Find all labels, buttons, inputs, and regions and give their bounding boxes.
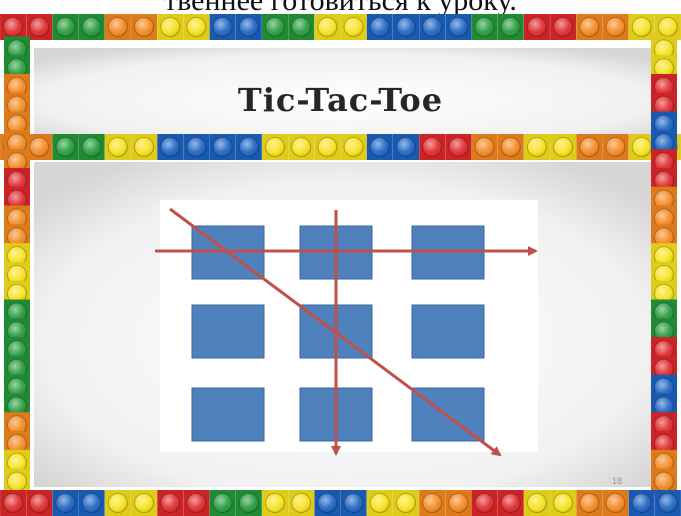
bottom-border-stud: [498, 490, 524, 516]
bottom-border-stud: [393, 490, 419, 516]
top-border-stud: [655, 14, 681, 40]
bottom-border-stud: [367, 490, 393, 516]
bottom-border-stud: [576, 490, 602, 516]
grid-cell: [412, 305, 484, 358]
bottom-border-stud: [79, 490, 105, 516]
top-border-stud: [341, 14, 367, 40]
middle-border-stud: [341, 134, 367, 160]
top-border-stud: [629, 14, 655, 40]
top-border-stud: [0, 14, 26, 40]
top-border-stud: [419, 14, 445, 40]
top-border-stud: [603, 14, 629, 40]
bottom-border-stud: [262, 490, 288, 516]
middle-border-stud: [524, 134, 550, 160]
bottom-border-stud: [236, 490, 262, 516]
top-border-stud: [314, 14, 340, 40]
top-border-stud: [445, 14, 471, 40]
bottom-border-stud: [550, 490, 576, 516]
bottom-border-stud: [655, 490, 681, 516]
middle-border-stud: [314, 134, 340, 160]
middle-border-stud: [236, 134, 262, 160]
middle-border-stud: [576, 134, 602, 160]
middle-border-stud: [419, 134, 445, 160]
top-border-stud: [524, 14, 550, 40]
top-border-stud: [236, 14, 262, 40]
middle-border-stud: [26, 134, 52, 160]
top-border-stud: [52, 14, 78, 40]
slide-number: 18: [612, 476, 622, 486]
top-border-stud: [131, 14, 157, 40]
middle-border-stud: [603, 134, 629, 160]
slide-title: Tic-Tac-Toe: [0, 81, 681, 119]
top-border-stud: [393, 14, 419, 40]
middle-border-stud: [183, 134, 209, 160]
middle-border-stud: [629, 134, 655, 160]
top-border-stud: [367, 14, 393, 40]
middle-border-stud: [498, 134, 524, 160]
middle-border-stud: [105, 134, 131, 160]
middle-border-stud: [472, 134, 498, 160]
top-border-stud: [105, 14, 131, 40]
top-border-stud: [498, 14, 524, 40]
bottom-border-stud: [419, 490, 445, 516]
top-border-stud: [576, 14, 602, 40]
bottom-border-stud: [131, 490, 157, 516]
middle-border-stud: [393, 134, 419, 160]
bottom-border-stud: [26, 490, 52, 516]
top-border-stud: [550, 14, 576, 40]
middle-border-stud: [288, 134, 314, 160]
top-border-stud: [183, 14, 209, 40]
bottom-border-stud: [288, 490, 314, 516]
top-border-stud: [79, 14, 105, 40]
middle-border-stud: [157, 134, 183, 160]
top-border-stud: [288, 14, 314, 40]
middle-border-stud: [52, 134, 78, 160]
bottom-border-stud: [472, 490, 498, 516]
slide: Tic-Tac-Toe 18: [0, 14, 681, 516]
middle-border-stud: [79, 134, 105, 160]
bottom-border-stud: [210, 490, 236, 516]
top-border-stud: [472, 14, 498, 40]
middle-border-stud: [445, 134, 471, 160]
grid-cell: [192, 305, 264, 358]
bottom-border-stud: [629, 490, 655, 516]
bottom-border-stud: [157, 490, 183, 516]
bottom-border-stud: [603, 490, 629, 516]
bottom-border-stud: [0, 490, 26, 516]
bottom-border-stud: [183, 490, 209, 516]
middle-border-stud: [210, 134, 236, 160]
bottom-border-stud: [341, 490, 367, 516]
bottom-border-stud: [52, 490, 78, 516]
bottom-border-stud: [105, 490, 131, 516]
bottom-border-stud: [524, 490, 550, 516]
middle-border-stud: [131, 134, 157, 160]
bottom-border-stud: [445, 490, 471, 516]
middle-border-stud: [262, 134, 288, 160]
middle-border-stud: [550, 134, 576, 160]
grid-cell: [192, 388, 264, 441]
top-border-stud: [26, 14, 52, 40]
bottom-border-stud: [314, 490, 340, 516]
middle-border-stud: [367, 134, 393, 160]
top-border-stud: [157, 14, 183, 40]
top-border-stud: [210, 14, 236, 40]
top-border-stud: [262, 14, 288, 40]
